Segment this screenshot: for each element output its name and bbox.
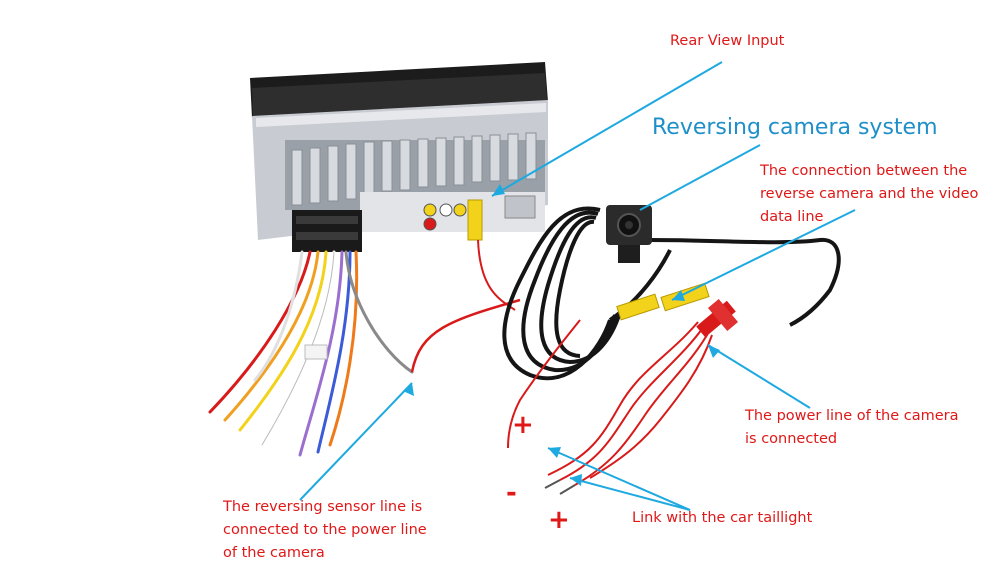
label-camera-power-2: is connected xyxy=(745,431,838,447)
label-camera-power-1: The power line of the camera xyxy=(745,408,959,424)
label-camera-video-line-2: reverse camera and the video xyxy=(760,186,979,202)
sign-plus-top: + xyxy=(512,410,534,440)
diagram-title: Reversing camera system xyxy=(652,115,938,140)
taillight-wires xyxy=(507,319,713,486)
sign-plus-bottom: + xyxy=(548,505,570,535)
label-sensor-line-2: connected to the power line xyxy=(223,522,427,538)
wire-harness xyxy=(208,250,414,457)
video-connector xyxy=(616,282,710,321)
callout-taillight-2 xyxy=(569,477,691,511)
callout-taillight xyxy=(547,447,691,511)
label-rear-view-input: Rear View Input xyxy=(670,33,785,49)
callout-lines xyxy=(299,61,856,511)
callout-camera-title xyxy=(639,144,761,211)
head-unit xyxy=(250,62,548,252)
callout-arrowheads xyxy=(403,184,720,486)
callout-camera-power xyxy=(707,344,811,409)
label-camera-video-line-3: data line xyxy=(760,209,824,225)
label-sensor-line-3: of the camera xyxy=(223,545,325,561)
callout-rear-view-input xyxy=(491,61,723,197)
callout-sensor-line xyxy=(299,382,413,501)
label-camera-video-line-1: The connection between the xyxy=(760,163,968,179)
callout-camera-video xyxy=(671,209,856,301)
reverse-camera xyxy=(606,205,652,263)
power-connector xyxy=(696,299,739,338)
label-taillight: Link with the car taillight xyxy=(632,510,813,526)
sign-minus: - xyxy=(506,478,517,508)
label-sensor-line-1: The reversing sensor line is xyxy=(223,499,423,515)
